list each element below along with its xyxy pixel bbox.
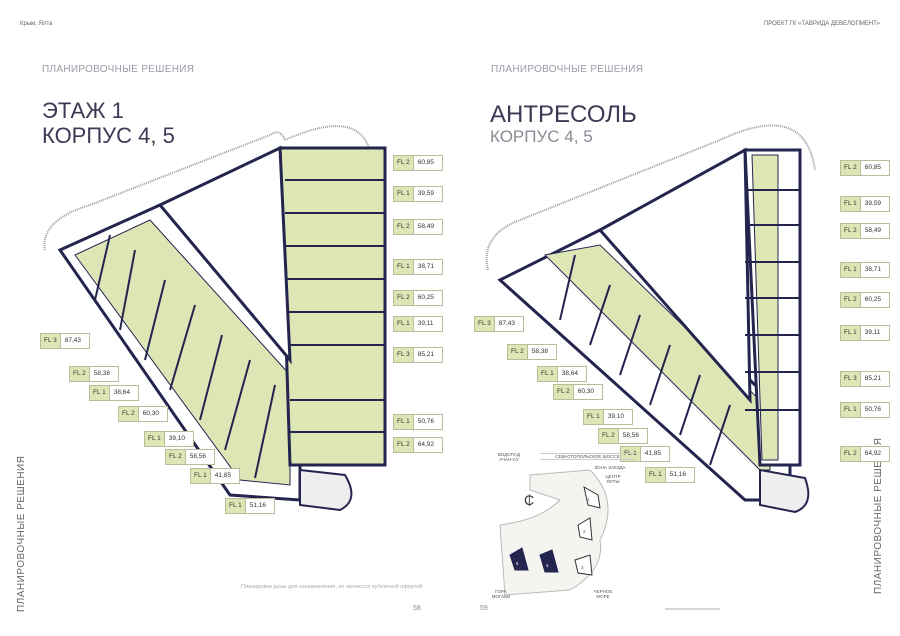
left-title-building: КОРПУС 4, 5 (42, 123, 175, 148)
location-header: Крым, Ялта (20, 21, 53, 27)
right-section-label: ПЛАНИРОВОЧНЫЕ РЕШЕНИЯ (491, 64, 644, 75)
page-number-left: 58 (413, 605, 421, 612)
disclaimer: Планировки даны для ознакомления, не явл… (241, 584, 423, 590)
right-floor-plan (485, 124, 816, 514)
map-entry-zone: ЗОНА ЗАЕЗДА (594, 465, 626, 470)
left-floor-plan (43, 125, 387, 512)
building-3: 3 (581, 565, 584, 570)
map-mountain: ГОРА МОГАБИ (491, 589, 511, 599)
map-city-center: ЦЕНТР ЯЛТЫ (605, 474, 621, 484)
left-section-label: ПЛАНИРОВОЧНЫЕ РЕШЕНИЯ (42, 64, 195, 75)
map-sea: ЧЕРНОЕ МОРЕ (593, 589, 613, 599)
project-header: ПРОЕКТ ГК «ТАВРИДА ДЕВЕЛОПМЕНТ» (763, 21, 880, 27)
left-title-floor: ЭТАЖ 1 (42, 98, 124, 123)
page-number-right: 59 (480, 605, 488, 612)
right-title-mezzanine: АНТРЕСОЛЬ (490, 101, 637, 128)
building-1: 1 (587, 497, 590, 502)
building-2: 2 (583, 529, 586, 534)
building-5: 5 (516, 561, 519, 566)
map-road: СЕВАСТОПОЛЬСКОЕ ШОССЕ (540, 453, 635, 460)
compass-icon: ₵ (524, 492, 535, 508)
building-4: 4 (546, 563, 549, 568)
map-waterfall: ВОДОПАД УЧАН-СУ (497, 452, 521, 462)
site-map (499, 469, 609, 596)
right-title-building: КОРПУС 4, 5 (490, 127, 593, 146)
